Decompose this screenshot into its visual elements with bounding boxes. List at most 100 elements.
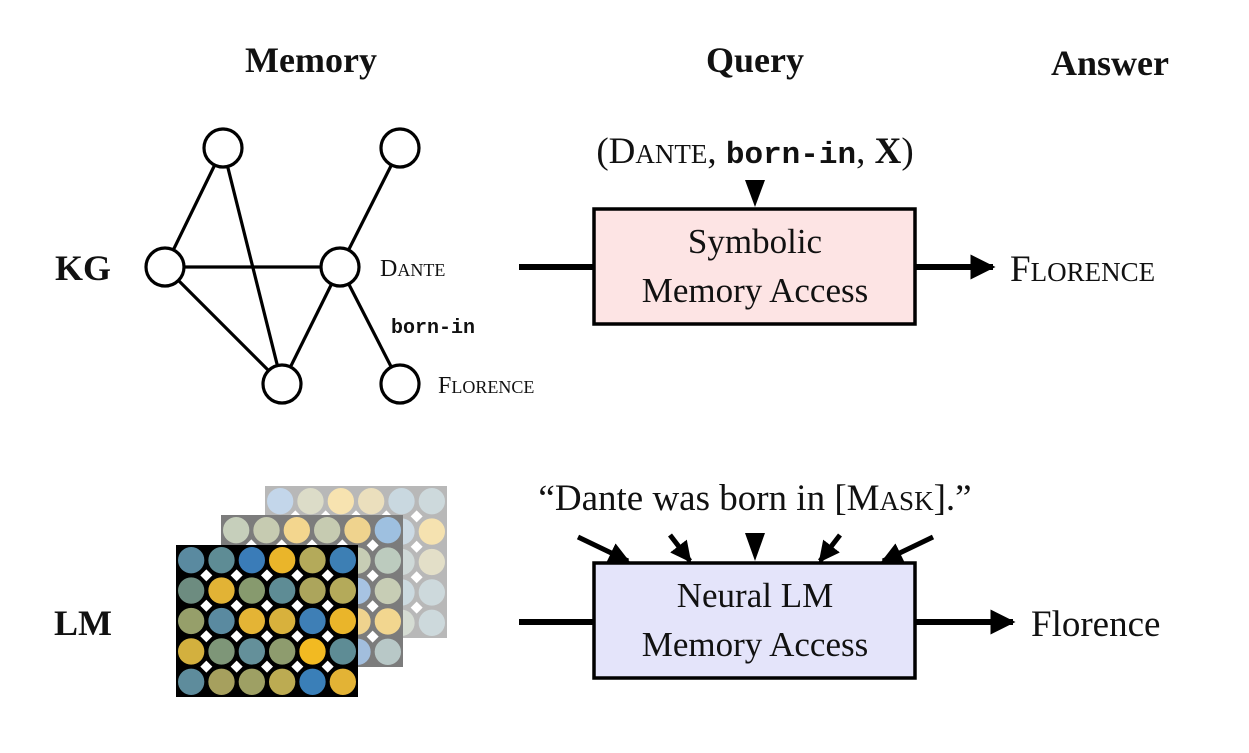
header-answer: Answer <box>1051 43 1169 83</box>
grid-gap <box>230 630 243 643</box>
graph-edge-dante-n2 <box>338 147 402 268</box>
graph-node-dante <box>319 246 361 288</box>
dante-rest: ANTE <box>397 260 445 280</box>
weight-cell <box>269 577 296 604</box>
lm-query-sentence: “Dante was born in [MASK].” <box>538 478 971 519</box>
weight-cell <box>418 488 446 515</box>
mask-rest: ASK <box>880 486 935 516</box>
grid-gap <box>200 660 213 673</box>
grid-gap <box>366 569 379 582</box>
grid-gap <box>291 630 304 643</box>
graph-node-n3 <box>144 246 186 288</box>
weight-cell <box>314 517 341 544</box>
grid-gap <box>321 569 334 582</box>
lm-arrow-icon <box>881 534 935 564</box>
weight-cell <box>178 607 205 635</box>
grid-gap <box>410 540 423 553</box>
weight-cell <box>208 547 235 574</box>
weight-cell <box>238 638 265 665</box>
edge-label-born-in: born-in <box>391 317 475 340</box>
weight-layer-front <box>176 545 358 697</box>
grid-gap <box>366 539 379 552</box>
dante-initial: D <box>380 256 397 282</box>
weight-cell <box>418 518 446 545</box>
weight-cell <box>283 517 311 544</box>
grid-gap <box>410 601 423 614</box>
lm-arrow-icon <box>576 534 630 564</box>
lm-arrow-icon <box>818 533 842 563</box>
query-subject-rest: ANTE <box>635 139 707 169</box>
weight-cell <box>329 577 357 604</box>
grid-gap <box>366 630 379 643</box>
weight-cell <box>299 547 326 574</box>
lm-query-before: “Dante was born in [ <box>538 478 846 519</box>
weight-cell <box>299 577 326 604</box>
weight-cell <box>269 668 296 695</box>
weight-cell <box>388 488 415 515</box>
kg-answer: FLORENCE <box>1010 249 1155 290</box>
query-relation: born-in <box>726 138 856 173</box>
grid-gap <box>410 510 423 523</box>
grid-gap <box>200 630 213 643</box>
weight-cell <box>178 577 205 604</box>
language-model-weight-layers <box>176 486 447 697</box>
weight-cell <box>297 488 324 515</box>
weight-cell <box>329 638 357 665</box>
lm-query-arrows <box>576 533 935 564</box>
weight-cell <box>358 488 385 515</box>
query-sep-1: , <box>707 131 726 172</box>
weight-cell <box>269 607 296 635</box>
lm-arrow-icon <box>668 533 692 563</box>
neural-box-line1: Neural LM <box>677 576 833 615</box>
weight-cell <box>178 638 205 665</box>
node-label-florence: FLORENCE <box>438 373 534 399</box>
row-label-kg: KG <box>55 248 111 288</box>
weight-cell <box>238 607 265 635</box>
neural-box-line2: Memory Access <box>642 625 868 664</box>
weight-cell <box>418 609 446 636</box>
weight-cell <box>253 517 280 544</box>
weight-cell <box>238 668 265 695</box>
node-label-dante: DANTE <box>380 256 445 282</box>
lm-arrow-icon <box>745 533 765 561</box>
weight-cell <box>208 607 235 635</box>
query-sep-2: , <box>856 131 875 172</box>
paren-close: ) <box>901 131 913 172</box>
weight-cell <box>223 517 250 544</box>
weight-cell <box>208 638 235 665</box>
grid-gap <box>366 600 379 613</box>
graph-node-n2 <box>379 127 421 169</box>
grid-gap <box>200 569 213 582</box>
weight-cell <box>208 577 235 604</box>
symbolic-box-line1: Symbolic <box>688 222 822 261</box>
kg-answer-rest: LORENCE <box>1031 257 1156 287</box>
weight-cell <box>374 547 402 574</box>
grid-gap <box>261 660 273 673</box>
weight-cell <box>329 547 357 574</box>
weight-cell <box>178 668 205 695</box>
weight-cell <box>374 517 402 544</box>
grid-gap <box>230 599 243 612</box>
weight-cell <box>238 577 265 604</box>
symbolic-box-line2: Memory Access <box>642 271 868 310</box>
grid-gap <box>261 630 273 643</box>
kg-query-arrow-icon <box>745 180 765 207</box>
header-memory: Memory <box>245 40 377 80</box>
grid-gap <box>321 630 334 643</box>
lm-answer: Florence <box>1031 604 1160 645</box>
weight-cell <box>344 517 371 544</box>
weight-cell <box>299 638 326 665</box>
grid-gap <box>230 569 243 582</box>
weight-cell <box>329 607 357 635</box>
symbolic-memory-access-box <box>592 207 917 326</box>
graph-node-n1 <box>202 127 244 169</box>
florence-initial: F <box>438 373 451 399</box>
row-label-lm: LM <box>54 603 112 643</box>
grid-gap <box>291 569 304 582</box>
graph-edge-n3-n5 <box>163 265 284 386</box>
lm-query-after: ].” <box>934 478 972 519</box>
weight-cell <box>329 668 357 695</box>
graph-node-florence <box>379 363 421 405</box>
weight-cell <box>327 488 355 515</box>
